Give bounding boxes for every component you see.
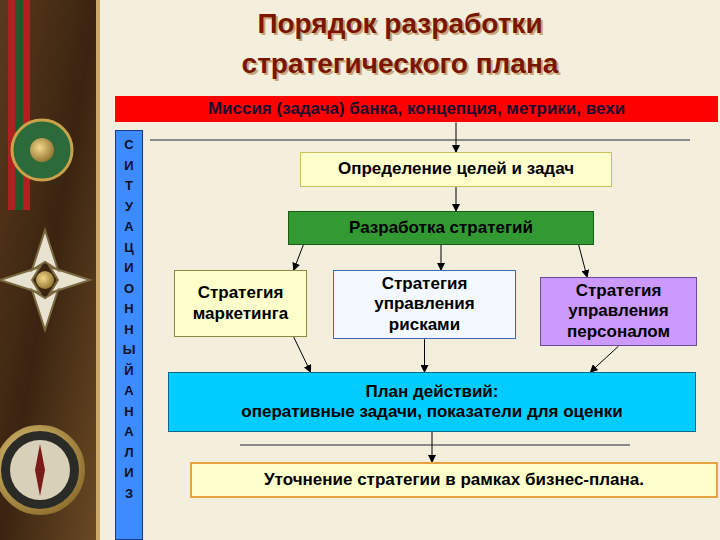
compass-face (10, 440, 70, 500)
flow-arrow (441, 245, 442, 270)
rule-line (240, 444, 630, 446)
flow-arrow (579, 245, 587, 277)
box-label: оперативные задачи, показатели для оценк… (241, 402, 622, 422)
marketing-box: Стратегия маркетинга (174, 270, 307, 337)
cross-medal (0, 230, 90, 330)
slide-title: Порядок разработки стратегического плана (180, 4, 620, 84)
rule-line (150, 139, 690, 141)
goals-box: Определение целей и задач (300, 152, 612, 187)
box-label: План действий: (366, 382, 499, 402)
cross-center (36, 271, 54, 289)
flow-arrow (456, 187, 457, 211)
box-label: Миссия (задача) банка, концепция, метрик… (208, 99, 625, 119)
strip-edge (96, 0, 100, 540)
box-label: Уточнение стратегии в рамках бизнес-план… (264, 470, 644, 490)
compass (0, 428, 82, 512)
strategy-box: Разработка стратегий (288, 211, 594, 245)
box-label: Определение целей и задач (338, 159, 574, 179)
action-plan-box: План действий:оперативные задачи, показа… (168, 372, 696, 432)
vertical-label: СИТУАЦИОННЫЙ АНАЛИЗ (123, 135, 136, 504)
box-label: Стратегия маркетинга (183, 283, 298, 324)
flow-arrow (424, 339, 425, 372)
rosette (12, 120, 72, 180)
analysis-bar: СИТУАЦИОННЫЙ АНАЛИЗ (115, 130, 143, 540)
flow-arrow (294, 245, 304, 270)
flow-arrow (432, 432, 433, 462)
ribbon-stripe (15, 0, 23, 210)
flow-arrow (294, 337, 311, 372)
mission-band: Миссия (задача) банка, концепция, метрик… (115, 96, 718, 122)
box-label: Стратегия управления персоналом (549, 281, 688, 342)
box-label: Стратегия управления рисками (342, 274, 507, 335)
flow-arrow (456, 122, 457, 152)
box-label: Разработка стратегий (349, 218, 533, 238)
compass-needle (35, 444, 45, 496)
personnel-box: Стратегия управления персоналом (540, 277, 697, 346)
flow-arrow (590, 346, 618, 372)
refinement-box: Уточнение стратегии в рамках бизнес-план… (190, 462, 718, 498)
ribbon (8, 0, 30, 210)
risk-box: Стратегия управления рисками (333, 270, 516, 339)
rosette-center (30, 138, 54, 162)
